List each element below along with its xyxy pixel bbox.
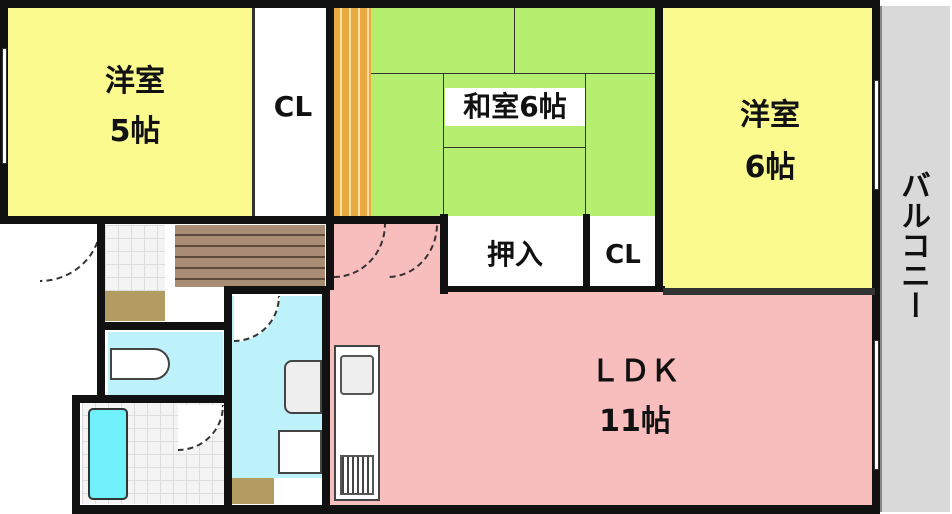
- oshiire-label: 押入: [486, 238, 543, 271]
- toilet-icon: [110, 348, 170, 380]
- wall: [663, 288, 875, 295]
- wall: [72, 395, 228, 403]
- tatami-line: [514, 8, 515, 73]
- closet-mid-label: CL: [605, 240, 641, 270]
- tokonoma: [333, 8, 371, 216]
- room-western-6: [662, 8, 876, 292]
- wall: [0, 216, 440, 224]
- entrance: [105, 225, 165, 291]
- shoe-box: [105, 291, 165, 321]
- window: [874, 80, 879, 190]
- bathtub-icon: [88, 408, 128, 500]
- closet-left-label: CL: [273, 90, 313, 123]
- room-western-5-size: 5帖: [109, 114, 161, 149]
- wall: [224, 286, 232, 508]
- room-western-5: [8, 8, 252, 220]
- window: [874, 340, 879, 470]
- oshiire: [445, 220, 583, 290]
- balcony: [880, 6, 950, 512]
- tatami-line: [443, 73, 444, 216]
- room-ldk: [330, 292, 876, 506]
- wall: [72, 395, 80, 514]
- wall: [224, 286, 330, 294]
- wall: [440, 286, 665, 292]
- closet-left: [252, 8, 326, 220]
- tatami-line: [371, 73, 657, 74]
- window: [2, 48, 7, 164]
- wall: [97, 322, 227, 330]
- hallway: [175, 225, 325, 287]
- sink-icon: [340, 355, 374, 395]
- storage: [232, 478, 274, 504]
- washing-machine-icon: [278, 430, 322, 474]
- front-door-swing: [40, 222, 102, 282]
- wall: [583, 214, 590, 292]
- wall: [326, 0, 334, 290]
- wall: [872, 0, 880, 514]
- balcony-label: バルコニー: [895, 170, 930, 320]
- wall: [72, 505, 880, 514]
- room-western-5-name: 洋室: [105, 64, 165, 99]
- room-western-6-name: 洋室: [740, 98, 800, 133]
- tatami-line: [585, 73, 586, 216]
- room-ldk-size: 11帖: [599, 404, 671, 439]
- wall: [0, 0, 880, 8]
- wall: [97, 222, 105, 398]
- wall: [440, 214, 448, 294]
- closet-mid: [590, 220, 656, 290]
- washbasin-icon: [284, 360, 322, 414]
- room-ldk-name: ＬＤＫ: [590, 354, 680, 389]
- wall: [655, 0, 663, 290]
- room-western-6-size: 6帖: [744, 150, 796, 185]
- stove-icon: [340, 455, 374, 495]
- wall: [322, 286, 330, 508]
- room-washitsu-name: 和室6帖: [445, 88, 585, 126]
- tatami-line: [443, 147, 585, 148]
